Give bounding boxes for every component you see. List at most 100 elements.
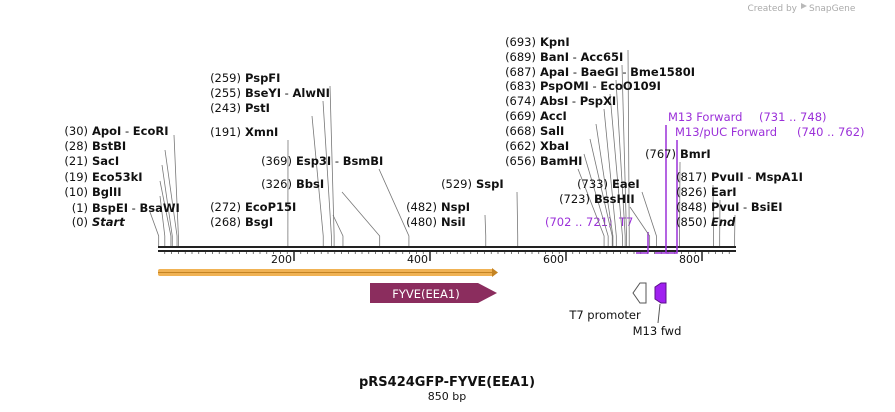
site-label-bsgi[interactable]: (268) BsgI <box>210 215 273 229</box>
site-label-bbsi[interactable]: (326) BbsI <box>261 177 324 191</box>
site-label-part: PspFI <box>245 71 280 85</box>
site-label-part: (191) <box>210 125 241 139</box>
site-label-part: EaeI <box>612 177 640 191</box>
orf-bar[interactable] <box>158 268 498 277</box>
site-label-part: BsiEI <box>751 200 783 214</box>
site-leader-line <box>615 79 626 246</box>
snapgene-logo-icon <box>801 3 807 9</box>
plasmid-title: pRS424GFP-FYVE(EEA1) <box>359 375 535 390</box>
site-label-nsii[interactable]: (480) NsiI <box>406 215 466 229</box>
site-label-xbai[interactable]: (662) XbaI <box>505 139 569 153</box>
site-leader-line <box>589 138 613 246</box>
site-leader-line <box>627 49 630 246</box>
site-label-part: ApaI <box>540 65 569 79</box>
site-label-saci[interactable]: (21) SacI <box>64 154 119 168</box>
site-leader-line <box>378 168 410 246</box>
site-label-part: NspI <box>441 200 470 214</box>
site-label-part: - <box>568 94 579 108</box>
site-label-part: (674) <box>505 94 536 108</box>
sequence-backbone[interactable] <box>158 246 736 252</box>
site-label-pvuii[interactable]: (817) PvuII - MspA1I <box>676 170 803 184</box>
site-label-part: - <box>331 154 342 168</box>
site-label-part: AlwNI <box>293 86 330 100</box>
feature-m13-fwd[interactable] <box>654 282 667 304</box>
site-label-bseyi[interactable]: (255) BseYI - AlwNI <box>210 86 330 100</box>
site-label-acci[interactable]: (669) AccI <box>505 109 567 123</box>
site-leader-line <box>332 214 344 246</box>
site-leader-line <box>149 211 160 246</box>
site-label-part: (326) <box>261 177 292 191</box>
site-label-bglii[interactable]: (10) BglII <box>64 185 121 199</box>
primer-m13-puc-forward[interactable]: M13/pUC Forward (740 .. 762) <box>675 125 865 139</box>
site-label-part: BglII <box>92 185 122 199</box>
site-label-part: (826) <box>676 185 707 199</box>
site-label-part: (668) <box>505 124 536 138</box>
site-label-part: (28) <box>64 139 88 153</box>
primer-t7[interactable]: (702 .. 721) T7 <box>545 215 633 229</box>
feature-fyve-eea1[interactable]: FYVE(EEA1) <box>370 283 497 303</box>
primer-m13-puc-forward-name: M13/pUC Forward <box>675 125 777 139</box>
site-label-part: BbsI <box>296 177 324 191</box>
site-label-bmri[interactable]: (767) BmrI <box>645 147 711 161</box>
site-label-apai[interactable]: (687) ApaI - BaeGI - Bme1580I <box>505 65 695 79</box>
site-label-part: (482) <box>406 200 437 214</box>
primer-m13-forward-name: M13 Forward <box>668 110 742 124</box>
feature-fyve-label: FYVE(EEA1) <box>392 287 459 301</box>
site-label-part: (21) <box>64 154 88 168</box>
site-label-part: BmrI <box>680 147 711 161</box>
site-label-sspi[interactable]: (529) SspI <box>441 177 504 191</box>
site-label-part: SacI <box>92 154 119 168</box>
ruler-tick-label: 600 <box>543 253 564 266</box>
site-label-esp3i[interactable]: (369) Esp3I - BsmBI <box>261 154 383 168</box>
feature-t7-promoter[interactable] <box>632 282 647 304</box>
site-label-apoi[interactable]: (30) ApoI - EcoRI <box>64 124 168 138</box>
site-label-part: BspEI <box>92 201 128 215</box>
site-label-end[interactable]: (850) End <box>676 215 736 229</box>
site-label-part: Eco53kI <box>92 170 143 184</box>
site-label-part: - <box>569 65 580 79</box>
site-leader-line <box>621 64 627 246</box>
site-label-part: - <box>281 86 292 100</box>
feature-m13-fwd-label: M13 fwd <box>633 324 682 338</box>
site-label-bstbi[interactable]: (28) BstBI <box>64 139 126 153</box>
site-label-eco53ki[interactable]: (19) Eco53kI <box>64 170 142 184</box>
site-label-kpni[interactable]: (693) KpnI <box>505 35 570 49</box>
site-label-nspi[interactable]: (482) NspI <box>406 200 470 214</box>
site-label-part: (733) <box>577 177 608 191</box>
primer-m13-forward[interactable]: M13 Forward (731 .. 748) <box>668 110 827 124</box>
site-leader-line <box>583 153 609 246</box>
site-label-bspei[interactable]: (1) BspEI - BsaWI <box>72 201 180 215</box>
site-label-psti[interactable]: (243) PstI <box>210 101 270 115</box>
site-label-part: (1) <box>72 201 88 215</box>
site-label-absi[interactable]: (674) AbsI - PspXI <box>505 94 616 108</box>
site-leader-line <box>484 214 487 246</box>
site-label-part: EcoP15I <box>245 200 296 214</box>
site-leader-line <box>577 168 605 246</box>
site-label-pspomi[interactable]: (683) PspOMI - EcoO109I <box>505 79 661 93</box>
site-label-bsshii[interactable]: (723) BssHII <box>559 192 635 206</box>
site-label-part: ApoI <box>92 124 121 138</box>
site-label-part: (656) <box>505 154 536 168</box>
credit-brand: SnapGene <box>809 4 856 14</box>
site-label-sali[interactable]: (668) SalI <box>505 124 564 138</box>
site-label-part: EarI <box>711 185 737 199</box>
site-label-part: (662) <box>505 139 536 153</box>
site-label-eaei[interactable]: (733) EaeI <box>577 177 640 191</box>
site-label-part: (529) <box>441 177 472 191</box>
site-label-part: EcoRI <box>133 124 169 138</box>
primer-t7-range: (702 .. 721) <box>545 215 613 229</box>
site-label-bani[interactable]: (689) BanI - Acc65I <box>505 50 623 64</box>
site-label-xmni[interactable]: (191) XmnI <box>210 125 278 139</box>
site-label-eari[interactable]: (826) EarI <box>676 185 737 199</box>
site-label-pvui[interactable]: (848) PvuI - BsiEI <box>676 200 782 214</box>
site-label-part: End <box>711 215 736 229</box>
site-leader-line <box>629 206 651 246</box>
site-label-start[interactable]: (0) Start <box>72 215 126 229</box>
site-label-ecop15i[interactable]: (272) EcoP15I <box>210 200 296 214</box>
site-label-pspfi[interactable]: (259) PspFI <box>210 71 280 85</box>
feature-t7-promoter-label: T7 promoter <box>568 308 641 322</box>
site-label-part: PvuI <box>711 200 739 214</box>
site-leader-line <box>516 191 519 246</box>
site-leader-line <box>712 184 714 246</box>
site-label-bamhi[interactable]: (656) BamHI <box>505 154 582 168</box>
